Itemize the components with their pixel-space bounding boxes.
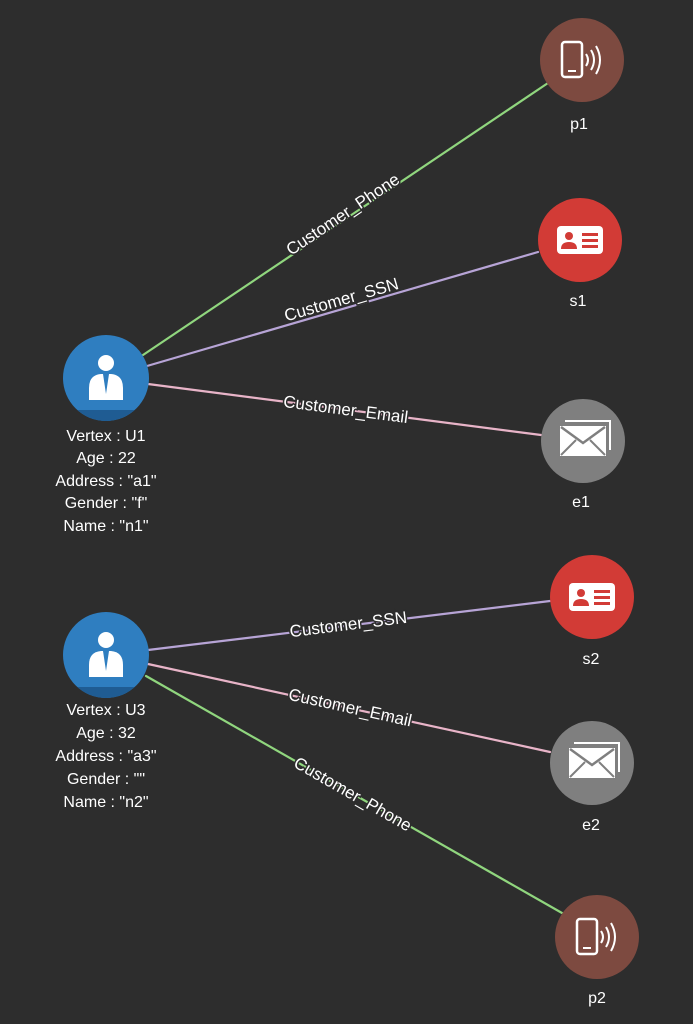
node-p1-label: p1 (570, 116, 588, 133)
node-u3-line-3: Gender : "" (67, 771, 145, 788)
node-u3-line-4: Name : "n2" (63, 794, 148, 811)
user-icon (89, 632, 123, 677)
edge-label: Customer_SSN (289, 608, 409, 641)
edge-u1-p1[interactable]: Customer_Phone (141, 81, 550, 357)
edge-label: Customer_SSN (282, 274, 401, 325)
edge-label: Customer_Phone (283, 170, 403, 260)
node-u1-line-3: Gender : "f" (65, 495, 148, 512)
edge-line[interactable] (146, 382, 543, 437)
node-s2[interactable]: s2 (550, 555, 634, 668)
node-s1[interactable]: s1 (538, 198, 622, 310)
edge-u3-s2[interactable]: Customer_SSN (146, 599, 552, 652)
edge-label: Customer_Email (282, 392, 409, 427)
node-e1[interactable]: e1 (541, 399, 625, 511)
edge-u1-e1[interactable]: Customer_Email (146, 382, 543, 437)
edge-u3-e2[interactable]: Customer_Email (146, 662, 552, 754)
node-u1[interactable]: Vertex : U1 Age : 22 Address : "a1" Gend… (55, 335, 157, 535)
node-u3-line-2: Address : "a3" (55, 748, 156, 765)
node-u1-line-2: Address : "a1" (55, 473, 156, 490)
node-u3-line-1: Age : 32 (76, 725, 136, 742)
edge-line[interactable] (145, 250, 540, 368)
phone-icon (575, 917, 616, 956)
id-card-icon (569, 583, 615, 611)
edge-line[interactable] (144, 674, 564, 915)
node-s2-label: s2 (583, 651, 600, 668)
edge-u1-s1[interactable]: Customer_SSN (145, 250, 540, 368)
node-p2-label: p2 (588, 990, 606, 1007)
node-u1-line-4: Name : "n1" (63, 518, 148, 535)
id-card-icon (557, 226, 603, 254)
node-u3-line-0: Vertex : U3 (66, 702, 145, 719)
node-p1[interactable]: p1 (540, 18, 624, 133)
node-e2[interactable]: e2 (550, 721, 634, 834)
edge-label: Customer_Phone (291, 753, 415, 835)
node-shadow (63, 410, 149, 421)
envelope-icon (569, 742, 620, 778)
node-e2-label: e2 (582, 817, 600, 834)
edge-line[interactable] (146, 599, 552, 652)
node-e1-label: e1 (572, 494, 590, 511)
phone-icon (560, 40, 601, 79)
node-shadow (63, 687, 149, 698)
node-u1-line-0: Vertex : U1 (66, 428, 145, 445)
edge-line[interactable] (146, 662, 552, 754)
user-icon (89, 355, 123, 400)
envelope-icon (560, 420, 611, 456)
node-s1-label: s1 (570, 293, 587, 310)
node-p2[interactable]: p2 (555, 895, 639, 1007)
node-u3[interactable]: Vertex : U3 Age : 32 Address : "a3" Gend… (55, 612, 157, 811)
edge-line[interactable] (141, 81, 550, 357)
node-u1-line-1: Age : 22 (76, 450, 136, 467)
edge-label: Customer_Email (287, 685, 414, 731)
